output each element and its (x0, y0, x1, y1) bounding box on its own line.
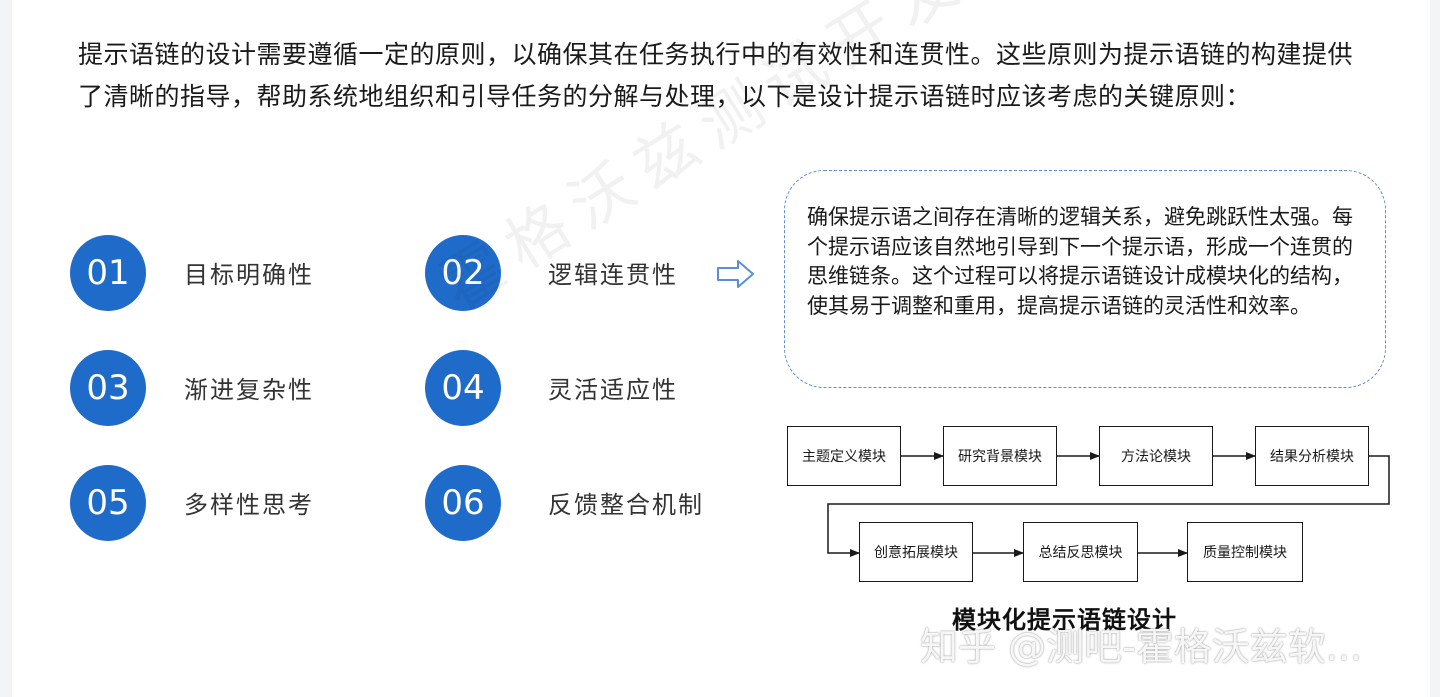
principle-01: 01 目标明确性 (70, 235, 370, 311)
flow-node-creative-expansion: 创意拓展模块 (859, 522, 973, 582)
source-watermark: 知乎 @测吧-霍格沃兹软... (920, 625, 1363, 669)
right-edge-strip (1430, 0, 1440, 697)
left-edge-strip (0, 0, 12, 697)
principle-number-badge: 05 (70, 465, 146, 541)
principle-05: 05 多样性思考 (70, 465, 370, 541)
callout-text: 确保提示语之间存在清晰的逻辑关系，避免跳跃性太强。每个提示语应该自然地引导到下一… (807, 205, 1353, 318)
principle-02: 02 逻辑连贯性 (425, 235, 725, 311)
principle-number-badge: 02 (425, 235, 501, 311)
principle-label: 逻辑连贯性 (548, 261, 678, 289)
principle-label: 反馈整合机制 (548, 491, 704, 519)
principle-number-badge: 01 (70, 235, 146, 311)
explanation-callout: 确保提示语之间存在清晰的逻辑关系，避免跳跃性太强。每个提示语应该自然地引导到下一… (784, 170, 1386, 388)
diagram-title: 模块化提示语链设计 (952, 606, 1177, 634)
flow-node-result-analysis: 结果分析模块 (1255, 426, 1369, 486)
principle-label: 灵活适应性 (548, 376, 678, 404)
principle-03: 03 渐进复杂性 (70, 350, 370, 426)
flow-node-methodology: 方法论模块 (1099, 426, 1213, 486)
hollow-right-arrow-icon (717, 260, 754, 288)
flow-node-research-background: 研究背景模块 (943, 426, 1057, 486)
flow-node-quality-control: 质量控制模块 (1187, 522, 1303, 582)
principle-number-badge: 06 (425, 465, 501, 541)
intro-paragraph: 提示语链的设计需要遵循一定的原则，以确保其在任务执行中的有效性和连贯性。这些原则… (78, 40, 1354, 111)
principle-number-badge: 03 (70, 350, 146, 426)
principle-number-badge: 04 (425, 350, 501, 426)
principle-06: 06 反馈整合机制 (425, 465, 735, 541)
principle-label: 目标明确性 (184, 261, 314, 289)
principle-04: 04 灵活适应性 (425, 350, 725, 426)
flow-node-topic-definition: 主题定义模块 (787, 426, 901, 486)
principle-label: 多样性思考 (184, 491, 314, 519)
principle-label: 渐进复杂性 (184, 376, 314, 404)
flow-node-summary-reflection: 总结反思模块 (1023, 522, 1138, 582)
